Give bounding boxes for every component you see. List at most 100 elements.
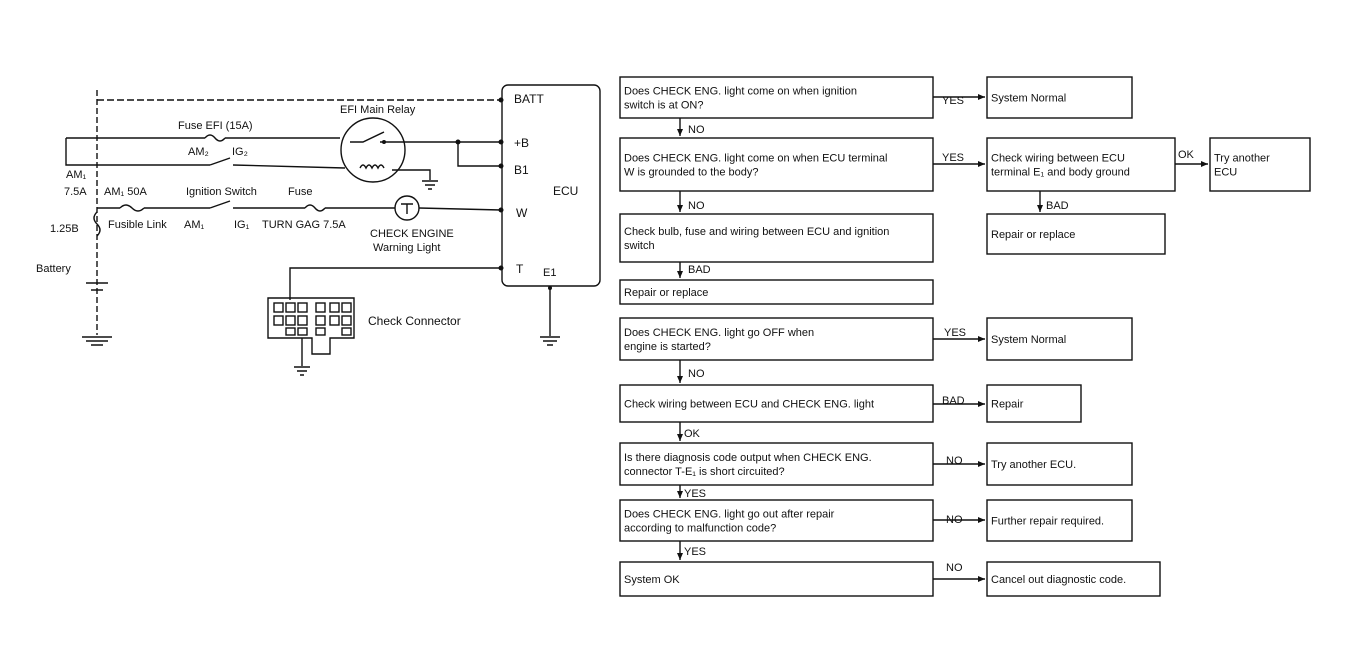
check-connector bbox=[267, 297, 355, 376]
flow-text-q3-1: switch bbox=[624, 240, 655, 252]
flow-box-q7 bbox=[619, 499, 934, 542]
flow-text-q4-1: engine is started? bbox=[624, 341, 711, 353]
am1-switch-label: AM₁ bbox=[184, 219, 205, 231]
edge-label-e_ok2: OK bbox=[1178, 149, 1195, 161]
flow-text-r8-0: Cancel out diagnostic code. bbox=[991, 574, 1126, 586]
wiring-schematic: ECU BATT +B B1 W T E1 Fuse EFI (15A) EFI… bbox=[36, 84, 601, 376]
ecu-label: ECU bbox=[553, 184, 578, 198]
ecu-pin-plus-b: +B bbox=[514, 136, 529, 150]
edge-label-e_yes6: YES bbox=[684, 488, 706, 500]
flow-text-q1-1: switch is at ON? bbox=[624, 100, 703, 112]
flow-box-r1 bbox=[986, 76, 1133, 119]
flow-text-q6-1: connector T-E₁ is short circuited? bbox=[624, 466, 785, 478]
edge-label-e_yes1: YES bbox=[942, 95, 964, 107]
flow-box-r5 bbox=[986, 384, 1082, 423]
edge-label-e_no4: NO bbox=[688, 368, 705, 380]
flow-box-r8 bbox=[986, 561, 1161, 597]
flow-box-q5 bbox=[619, 384, 934, 423]
edge-label-e_yes4: YES bbox=[944, 327, 966, 339]
flow-node-r5: Repair bbox=[986, 384, 1082, 423]
flow-node-r4: System Normal bbox=[986, 317, 1133, 361]
edge-label-e_bad3: BAD bbox=[688, 264, 711, 276]
flow-node-q8: System OK bbox=[619, 561, 934, 597]
flow-node-q1: Does CHECK ENG. light come on when ignit… bbox=[619, 76, 934, 119]
edge-label-e_no2: NO bbox=[688, 200, 705, 212]
flow-node-q2: Does CHECK ENG. light come on when ECU t… bbox=[619, 137, 934, 192]
ecu-pin-t: T bbox=[516, 262, 524, 276]
flow-text-c2-0: Check wiring between ECU bbox=[991, 153, 1125, 165]
flow-text-r4-0: System Normal bbox=[991, 334, 1066, 346]
flow-node-r7: Further repair required. bbox=[986, 499, 1133, 542]
flow-node-r8: Cancel out diagnostic code. bbox=[986, 561, 1161, 597]
flow-text-r6-0: Try another ECU. bbox=[991, 459, 1076, 471]
flow-box-q2 bbox=[619, 137, 934, 192]
ecu-pin-batt: BATT bbox=[514, 92, 544, 106]
edge-label-e_bad2: BAD bbox=[1046, 200, 1069, 212]
flow-box-c2 bbox=[986, 137, 1176, 192]
edge-label-e_no7: NO bbox=[946, 514, 963, 526]
edge-label-e_ok5: OK bbox=[684, 428, 701, 440]
flow-node-q3: Check bulb, fuse and wiring between ECU … bbox=[619, 213, 934, 263]
flow-text-c2-1: terminal E₁ and body ground bbox=[991, 167, 1130, 179]
flow-box-r7 bbox=[986, 499, 1133, 542]
flow-box-rep3 bbox=[619, 279, 934, 305]
check-connector-label: Check Connector bbox=[368, 314, 461, 328]
flow-text-q4-0: Does CHECK ENG. light go OFF when bbox=[624, 327, 814, 339]
flow-box-q8 bbox=[619, 561, 934, 597]
flow-node-q7: Does CHECK ENG. light go out after repai… bbox=[619, 499, 934, 542]
am-fuse-label: AM₁ 50A bbox=[104, 186, 148, 198]
check-engine-label: CHECK ENGINE bbox=[370, 228, 454, 240]
flow-text-t2-1: ECU bbox=[1214, 167, 1237, 179]
flow-node-q6: Is there diagnosis code output when CHEC… bbox=[619, 442, 934, 486]
flow-text-q2-1: W is grounded to the body? bbox=[624, 167, 759, 179]
flow-node-r6: Try another ECU. bbox=[986, 442, 1133, 486]
fuse-label: Fuse bbox=[288, 186, 312, 198]
edge-label-e_yes2: YES bbox=[942, 152, 964, 164]
flow-box-q4 bbox=[619, 317, 934, 361]
ig1-label: IG₁ bbox=[234, 219, 250, 231]
flow-text-t2-0: Try another bbox=[1214, 153, 1270, 165]
battery-symbol bbox=[86, 282, 108, 291]
flow-text-q2-0: Does CHECK ENG. light come on when ECU t… bbox=[624, 153, 887, 165]
flowchart-nodes: Does CHECK ENG. light come on when ignit… bbox=[619, 76, 1311, 597]
relay-label: EFI Main Relay bbox=[340, 104, 416, 116]
flow-text-q5-0: Check wiring between ECU and CHECK ENG. … bbox=[624, 399, 874, 411]
flow-box-r4 bbox=[986, 317, 1133, 361]
flow-box-r6 bbox=[986, 442, 1133, 486]
am1-rating: 7.5A bbox=[64, 186, 87, 198]
flow-box-q3 bbox=[619, 213, 934, 263]
flow-node-q5: Check wiring between ECU and CHECK ENG. … bbox=[619, 384, 934, 423]
flow-text-q7-0: Does CHECK ENG. light go out after repai… bbox=[624, 509, 835, 521]
flow-box-q1 bbox=[619, 76, 934, 119]
turn-gag-label: TURN GAG 7.5A bbox=[262, 219, 346, 231]
flow-text-r1-0: System Normal bbox=[991, 93, 1066, 105]
ignition-switch-label: Ignition Switch bbox=[186, 186, 257, 198]
warning-light-label: Warning Light bbox=[373, 242, 440, 254]
flowchart-connectors bbox=[677, 94, 1208, 582]
flow-text-rep2-0: Repair or replace bbox=[991, 229, 1075, 241]
battery-label: Battery bbox=[36, 263, 71, 275]
flow-text-r5-0: Repair bbox=[991, 399, 1024, 411]
edge-label-e_yes7: YES bbox=[684, 546, 706, 558]
flow-node-rep3: Repair or replace bbox=[619, 279, 934, 305]
flow-node-q4: Does CHECK ENG. light go OFF when engine … bbox=[619, 317, 934, 361]
ig2-label: IG₂ bbox=[232, 146, 248, 158]
flow-text-r7-0: Further repair required. bbox=[991, 516, 1104, 528]
flow-box-rep2 bbox=[986, 213, 1166, 255]
am2-label: AM₂ bbox=[188, 146, 209, 158]
flow-box-t2 bbox=[1209, 137, 1311, 192]
flow-text-q7-1: according to malfunction code? bbox=[624, 523, 776, 535]
flow-text-q3-0: Check bulb, fuse and wiring between ECU … bbox=[624, 226, 889, 238]
flow-text-q6-0: Is there diagnosis code output when CHEC… bbox=[624, 452, 872, 464]
flow-box-q6 bbox=[619, 442, 934, 486]
ecu-pin-e1: E1 bbox=[543, 267, 556, 279]
ecu-pin-b1: B1 bbox=[514, 163, 529, 177]
flow-node-c2: Check wiring between ECU terminal E₁ and … bbox=[986, 137, 1176, 192]
flow-node-r1: System Normal bbox=[986, 76, 1133, 119]
edge-label-e_bad5: BAD bbox=[942, 395, 965, 407]
fusible-link-size: 1.25B bbox=[50, 223, 79, 235]
flow-text-q1-0: Does CHECK ENG. light come on when ignit… bbox=[624, 86, 857, 98]
